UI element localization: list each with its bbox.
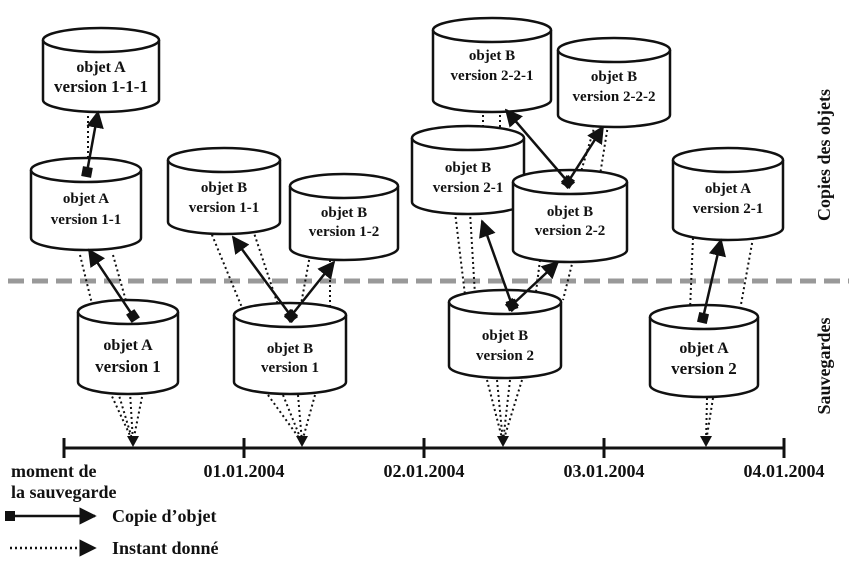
copy-cylinder-c1: objet A version 1-1 <box>29 156 143 252</box>
legend-instant-label: Instant donné <box>112 538 219 558</box>
timeline-instant-markers <box>127 436 712 447</box>
instant-marker <box>497 436 509 447</box>
backup-cylinder-b3: objet B version 2 <box>447 288 563 380</box>
copy-cylinder-c7: objet B version 2-2-2 <box>556 36 672 129</box>
backups-section-label: Sauvegardes <box>814 317 834 414</box>
copy-arrow <box>87 248 140 323</box>
svg-text:objet B: objet B <box>201 180 247 196</box>
copy-cylinder-c5: objet B version 2-1 <box>410 124 526 216</box>
copy-cylinder-c6: objet B version 2-2-1 <box>431 16 553 114</box>
backup-cylinder-b1: objet A version 1 <box>76 298 180 396</box>
timeline-date-label: 04.01.2004 <box>744 461 825 481</box>
copy-cylinder-c8: objet B version 2-2 <box>511 168 629 264</box>
copy-cylinder-c4: objet B version 1-2 <box>288 172 400 262</box>
timeline-date-label: 01.01.2004 <box>204 461 285 481</box>
copies-section-label: Copies des objets <box>814 89 834 221</box>
legend: Copie d’objet Instant donné <box>5 506 219 558</box>
timeline-date-label: 03.01.2004 <box>564 461 645 481</box>
svg-text:objet A: objet A <box>679 340 729 357</box>
copy-arrows <box>81 108 726 324</box>
svg-text:objet B: objet B <box>591 69 637 85</box>
svg-text:objet B: objet B <box>445 160 491 176</box>
copy-arrow <box>504 260 560 313</box>
svg-text:objet A: objet A <box>705 181 751 197</box>
svg-text:version 1-2: version 1-2 <box>309 224 379 240</box>
timeline-date-label: 02.01.2004 <box>384 461 465 481</box>
copy-arrow <box>81 110 104 178</box>
svg-text:version 2: version 2 <box>476 348 534 364</box>
svg-text:objet A: objet A <box>76 59 126 76</box>
instant-marker <box>127 436 139 447</box>
svg-text:version 2-2-1: version 2-2-1 <box>451 68 534 84</box>
svg-text:version 2-1: version 2-1 <box>693 201 763 217</box>
svg-text:version 2-1: version 2-1 <box>433 180 503 196</box>
svg-text:version 2-2: version 2-2 <box>535 223 605 239</box>
svg-text:objet A: objet A <box>103 337 153 354</box>
svg-text:version 1: version 1 <box>261 360 319 376</box>
instant-marker <box>296 436 308 447</box>
svg-text:objet B: objet B <box>547 204 593 220</box>
copy-arrow <box>697 238 726 324</box>
timeline-start-label-line1: moment de <box>11 461 96 481</box>
svg-text:objet B: objet B <box>267 341 313 357</box>
svg-text:version 2: version 2 <box>671 359 737 378</box>
svg-text:objet B: objet B <box>469 48 515 64</box>
copy-cylinder-c3: objet B version 1-1 <box>166 146 282 236</box>
svg-text:objet A: objet A <box>63 191 109 207</box>
svg-text:version 1-1-1: version 1-1-1 <box>54 77 148 96</box>
svg-text:version 1-1: version 1-1 <box>189 200 259 216</box>
svg-text:version 1-1: version 1-1 <box>51 212 121 228</box>
backup-cylinder-b4: objet A version 2 <box>648 303 760 399</box>
legend-copy-label: Copie d’objet <box>112 506 217 526</box>
timeline-start-label-line2: la sauvegarde <box>11 482 117 502</box>
instant-marker <box>700 436 712 447</box>
copy-cylinder-c2: objet A version 1-1-1 <box>41 26 161 114</box>
copy-arrow <box>283 260 336 324</box>
svg-text:version 1: version 1 <box>95 357 161 376</box>
svg-text:version 2-2-2: version 2-2-2 <box>573 89 656 105</box>
svg-text:objet B: objet B <box>482 328 528 344</box>
copy-arrow <box>231 235 298 323</box>
copy-arrow <box>504 108 576 190</box>
svg-text:objet B: objet B <box>321 205 367 221</box>
copy-arrow <box>561 125 605 189</box>
timeline <box>62 438 786 458</box>
copy-cylinder-c9: objet A version 2-1 <box>671 146 785 242</box>
